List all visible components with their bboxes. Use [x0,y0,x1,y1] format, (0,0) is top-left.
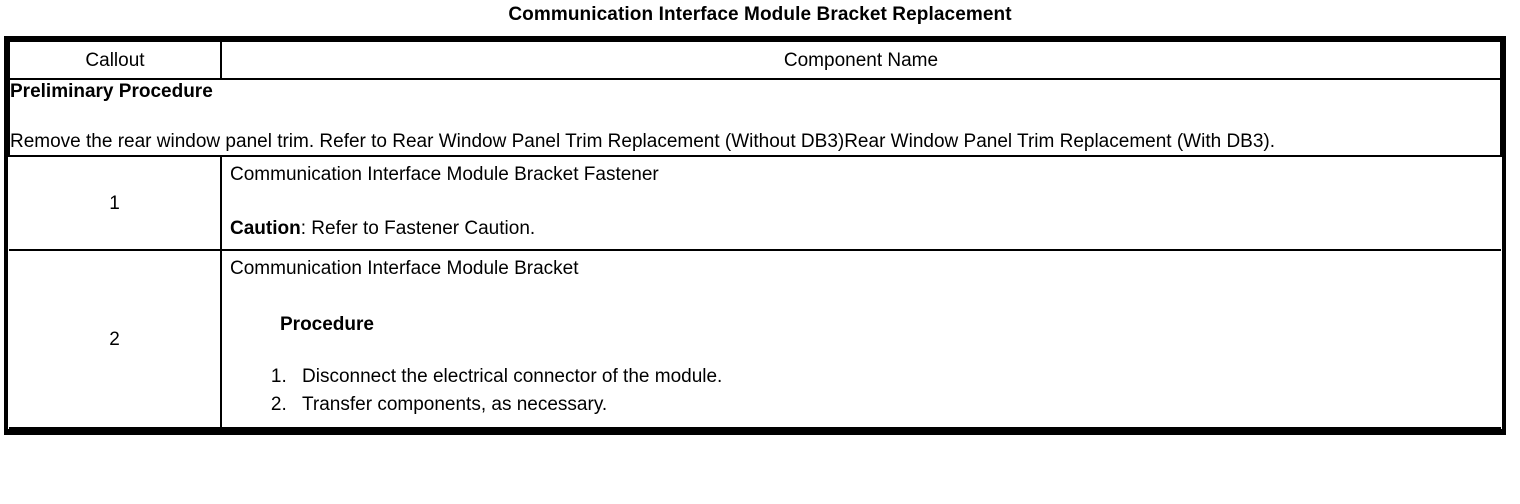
caution-text: : Refer to Fastener Caution. [300,218,536,239]
list-item: Transfer components, as necessary. [292,391,1493,419]
callout-number: 2 [9,249,222,429]
parts-table: Callout Component Name Preliminary Proce… [8,40,1502,429]
preliminary-procedure-heading: Preliminary Procedure [10,81,213,102]
caution-label: Caution [230,218,301,239]
list-item: Disconnect the electrical connector of t… [292,363,1493,391]
procedure-step-list: Disconnect the electrical connector of t… [230,363,1493,419]
table-header: Callout Component Name [8,40,1502,80]
preliminary-procedure-cell: Preliminary Procedure Remove the rear wi… [8,78,1502,157]
preliminary-procedure-text: Remove the rear window panel trim. Refer… [10,131,1276,152]
table-row: 2 Communication Interface Module Bracket… [9,249,1501,429]
component-description-cell: Communication Interface Module Bracket F… [220,155,1501,251]
component-description-cell: Communication Interface Module Bracket P… [220,249,1501,429]
callout-number: 1 [9,155,222,251]
column-header-callout: Callout [8,40,222,80]
caution-note: Caution: Refer to Fastener Caution. [230,217,1493,241]
procedure-heading: Procedure [280,314,374,335]
component-name-text: Communication Interface Module Bracket F… [230,164,659,185]
table-header-row: Callout Component Name [8,40,1502,80]
column-header-component-name: Component Name [220,40,1502,80]
table-body: Preliminary Procedure Remove the rear wi… [8,78,1502,429]
component-name-text: Communication Interface Module Bracket [230,258,579,279]
table-row: 1 Communication Interface Module Bracket… [9,155,1501,251]
page-title: Communication Interface Module Bracket R… [508,4,1012,25]
parts-table-container: Callout Component Name Preliminary Proce… [4,36,1506,435]
table-row-preliminary: Preliminary Procedure Remove the rear wi… [8,78,1502,157]
